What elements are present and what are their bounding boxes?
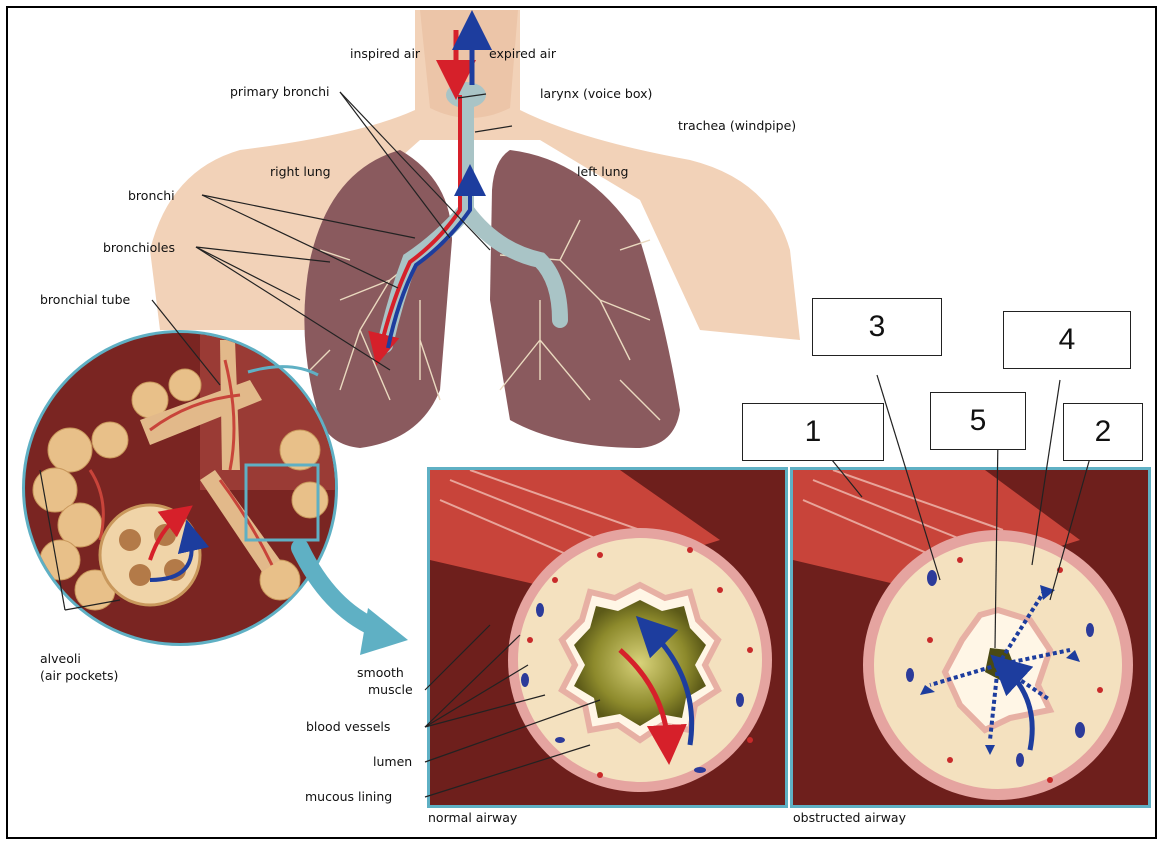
number-box-2: 2	[1063, 403, 1143, 461]
torso	[150, 10, 800, 340]
label-trachea: trachea (windpipe)	[678, 118, 796, 133]
label-primary-bronchi: primary bronchi	[230, 84, 330, 99]
label-inspired-air: inspired air	[350, 46, 420, 61]
label-larynx: larynx (voice box)	[540, 86, 652, 101]
obstructed-airway-panel	[790, 467, 1151, 808]
label-alveoli: alveoli	[40, 651, 81, 666]
number-box-3: 3	[812, 298, 942, 356]
normal-airway-panel	[427, 467, 788, 808]
number-box-1: 1	[742, 403, 884, 461]
label-bronchi: bronchi	[128, 188, 175, 203]
label-bronchial-tube: bronchial tube	[40, 292, 130, 307]
label-lumen: lumen	[373, 754, 412, 769]
number-box-4: 4	[1003, 311, 1131, 369]
label-bronchioles: bronchioles	[103, 240, 175, 255]
label-expired-air: expired air	[489, 46, 556, 61]
label-muscle: muscle	[368, 682, 413, 697]
label-right-lung: right lung	[270, 164, 331, 179]
label-left-lung: left lung	[577, 164, 628, 179]
label-alveoli-sub: (air pockets)	[40, 668, 118, 683]
label-mucous-lining: mucous lining	[305, 789, 392, 804]
number-box-5: 5	[930, 392, 1026, 450]
label-smooth: smooth	[357, 665, 404, 680]
alveoli-magnified	[20, 330, 340, 650]
label-obstructed-airway: obstructed airway	[793, 810, 906, 825]
label-blood-vessels: blood vessels	[306, 719, 390, 734]
label-normal-airway: normal airway	[428, 810, 517, 825]
magnify-arrow	[300, 548, 408, 655]
